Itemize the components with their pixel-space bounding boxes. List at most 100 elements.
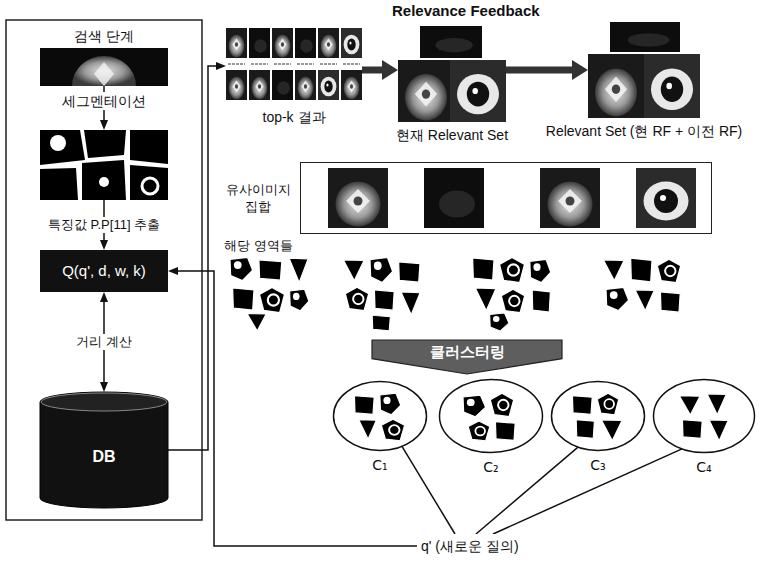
photo [540, 168, 600, 228]
region-piece [709, 420, 728, 441]
cluster-contents [354, 393, 728, 441]
ellipse-shape [552, 382, 645, 451]
segmented-image [40, 130, 168, 200]
region-blob [142, 178, 158, 194]
region-piece [343, 260, 364, 281]
photo [398, 60, 454, 122]
cluster-pieces [354, 393, 404, 441]
ellipse-outline [438, 378, 544, 454]
image-box: 검색 단계 [40, 48, 168, 86]
ellipse-shape [440, 380, 543, 453]
connector-arrow [476, 447, 578, 534]
region-group [343, 257, 420, 330]
region-piece [40, 130, 85, 165]
thumbnail [249, 70, 270, 100]
region-blob [99, 177, 109, 187]
image-set: Relevant Set (현 RF + 이전 RF) [588, 22, 700, 118]
photo-ground [40, 48, 168, 86]
database-cylinder: DB [40, 392, 168, 508]
thumbnail [318, 70, 339, 100]
region-groups [230, 257, 681, 331]
region-piece [576, 420, 594, 439]
region-group [473, 257, 551, 331]
region-piece [532, 290, 550, 312]
thumbnail [272, 70, 293, 100]
region-piece [679, 396, 700, 415]
node-heading: C₁ [370, 456, 389, 474]
region-piece [84, 130, 126, 158]
photo-diamond [94, 62, 114, 86]
region-piece [473, 258, 494, 280]
region-piece [354, 396, 374, 415]
cluster-pieces [572, 393, 622, 441]
region-piece [259, 287, 284, 312]
region-piece [345, 287, 368, 310]
thumbnail [295, 70, 316, 100]
region-piece [572, 396, 592, 415]
image-box: 세그멘테이션 [40, 130, 168, 200]
node-heading: C₃ [588, 456, 607, 474]
node-heading: 세그멘테이션 [60, 92, 148, 110]
node-heading: Relevant Set (현 RF + 이전 RF) [544, 122, 744, 140]
thumbnail [226, 70, 247, 100]
region-group [603, 258, 680, 312]
node-heading: C₂ [481, 458, 500, 476]
edge-label: 특징값 P.P[11] 추출 [45, 217, 163, 233]
photo [644, 54, 700, 118]
region-piece [601, 420, 622, 441]
region-piece [289, 258, 308, 283]
combined-relevant-images [588, 22, 700, 118]
diagram-title: Relevance Feedback [392, 2, 540, 20]
photo [610, 22, 680, 52]
region-piece [401, 292, 420, 315]
node-text: Q(q', d, w, k) [62, 262, 146, 280]
thumbnail [249, 28, 270, 58]
photo [420, 26, 482, 58]
connector-arrow [178, 271, 417, 546]
photo [636, 168, 696, 228]
step-panel [6, 20, 202, 520]
region-piece [490, 393, 513, 416]
cluster-ellipse: C₄ [652, 378, 756, 454]
cluster-ellipse: C₃ [550, 380, 646, 452]
cluster-ellipse: C₂ [438, 378, 544, 454]
region-piece [501, 289, 524, 312]
region-piece [495, 422, 515, 441]
clustering-banner: 클러스터링 [372, 340, 562, 374]
ellipse-outline [550, 380, 646, 452]
node-text: 클러스터링 [430, 343, 505, 361]
photo [424, 168, 484, 228]
region-piece [490, 313, 509, 331]
region-piece [247, 314, 266, 332]
node-heading: 유사이미지 집합 [221, 181, 295, 215]
connector-arrow [168, 66, 216, 450]
region-piece [606, 287, 629, 310]
thumbnail [341, 28, 362, 58]
region-piece [290, 289, 309, 311]
image-set: 현재 Relevant Set [398, 26, 506, 122]
query-label: q' (새로운 질의) [417, 534, 523, 558]
region-piece [374, 290, 394, 310]
thumbnail [272, 28, 293, 58]
region-piece [399, 262, 420, 282]
node-heading: 현재 Relevant Set [394, 126, 510, 144]
region-piece [603, 260, 624, 281]
current-relevant-images [398, 26, 506, 122]
cluster-pieces [679, 394, 728, 441]
thumbnail-caption-marks [228, 63, 360, 65]
photo [450, 60, 506, 122]
banner-shape [372, 340, 562, 374]
region-piece [370, 257, 393, 282]
ellipse-outline [652, 378, 756, 454]
region-piece [631, 258, 652, 282]
region-piece [259, 260, 282, 280]
region-piece [682, 420, 702, 439]
region-piece [463, 395, 486, 417]
photo-field [72, 56, 136, 86]
connector-arrow [493, 449, 682, 534]
region-piece [359, 420, 377, 439]
region-piece [530, 259, 551, 282]
thumbnail [226, 28, 247, 58]
cluster-ellipse: C₁ [332, 380, 428, 452]
